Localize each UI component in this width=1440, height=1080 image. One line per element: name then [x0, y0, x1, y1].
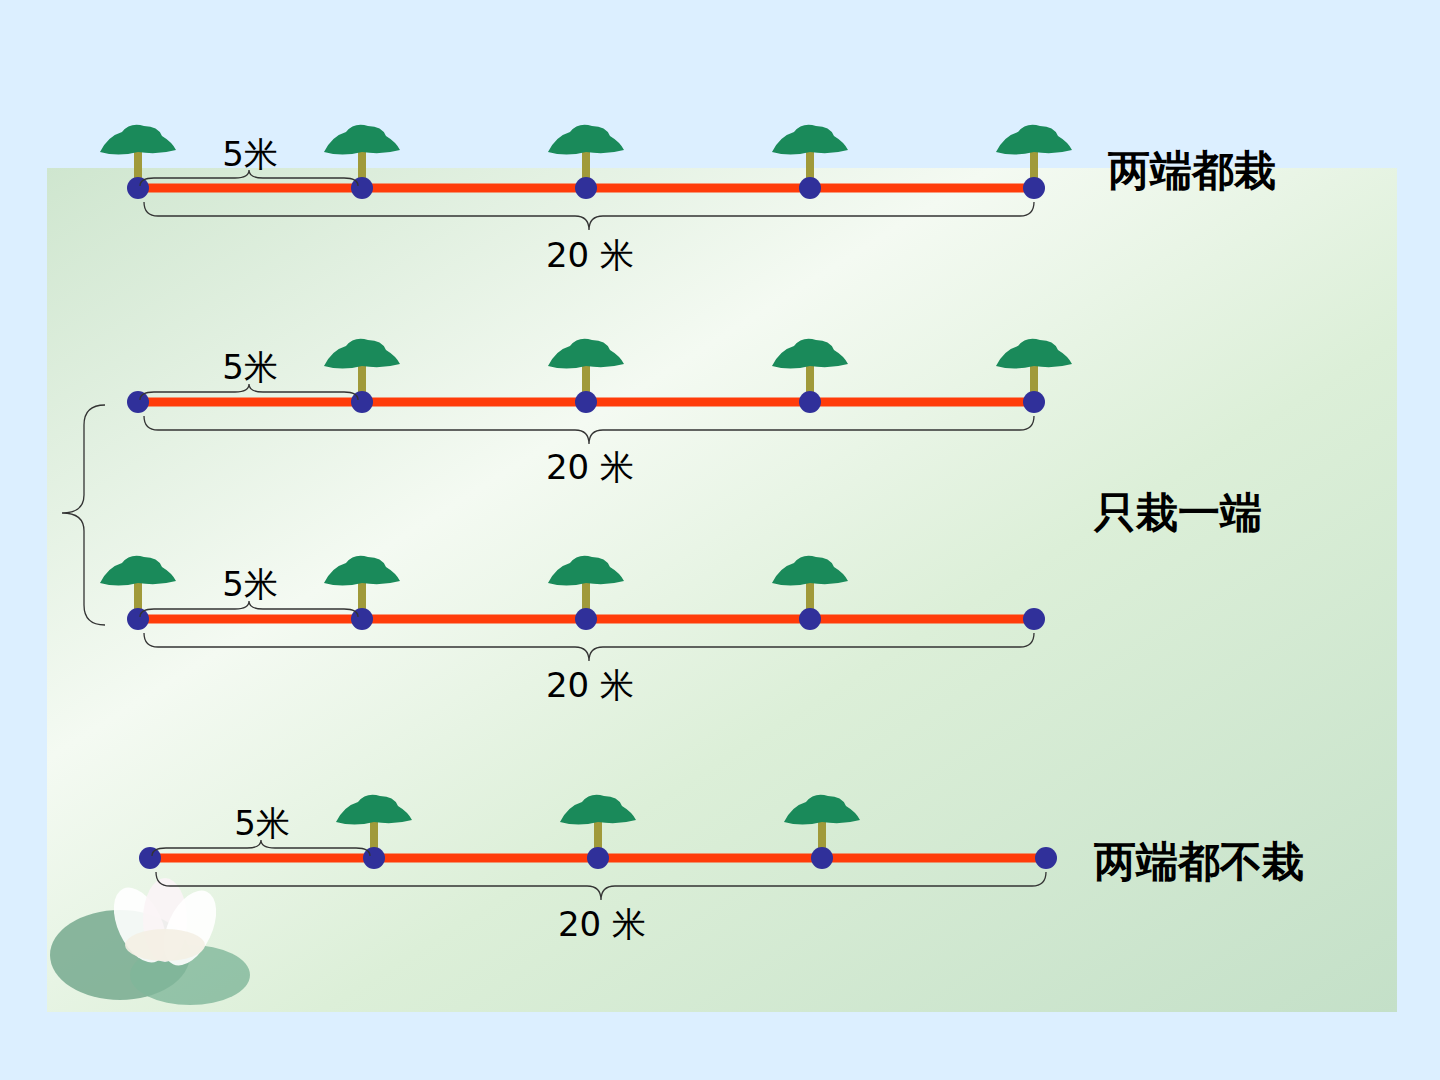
length-label: 20 米 — [546, 237, 634, 274]
case-label: 只栽一端 — [1094, 490, 1262, 536]
point — [127, 177, 149, 199]
point — [575, 608, 597, 630]
brace — [144, 633, 1034, 661]
distance-label: 5米 — [222, 566, 278, 603]
point — [799, 608, 821, 630]
point — [1023, 608, 1045, 630]
point — [575, 177, 597, 199]
point — [139, 847, 161, 869]
point — [1023, 391, 1045, 413]
point — [575, 391, 597, 413]
point — [1035, 847, 1057, 869]
point — [799, 391, 821, 413]
point — [127, 608, 149, 630]
point — [811, 847, 833, 869]
row — [139, 795, 1057, 900]
length-label: 20 米 — [558, 906, 646, 943]
point — [587, 847, 609, 869]
brace — [144, 202, 1034, 230]
point — [799, 177, 821, 199]
distance-label: 5米 — [222, 349, 278, 386]
brace — [156, 872, 1046, 900]
length-label: 20 米 — [546, 667, 634, 704]
point — [1023, 177, 1045, 199]
distance-label: 5米 — [222, 136, 278, 173]
length-label: 20 米 — [546, 449, 634, 486]
brace — [144, 416, 1034, 444]
case-label: 两端都栽 — [1108, 148, 1276, 194]
case-label: 两端都不栽 — [1094, 839, 1304, 885]
lotus — [50, 878, 250, 1005]
row — [127, 339, 1072, 444]
distance-label: 5米 — [234, 805, 290, 842]
row — [100, 556, 1045, 661]
panel — [47, 168, 1397, 1012]
row — [100, 125, 1072, 230]
group-brace — [62, 405, 105, 625]
point — [127, 391, 149, 413]
